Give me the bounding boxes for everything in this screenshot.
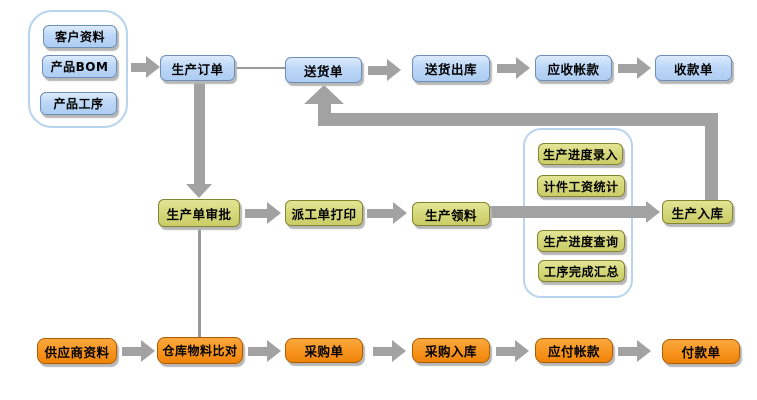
- feedback-line-vertical: [705, 113, 718, 202]
- node-product-bom: 产品BOM: [42, 55, 117, 78]
- node-supplier-info: 供应商资料: [37, 338, 117, 364]
- node-production-in: 生产入库: [662, 200, 733, 224]
- arrow-production-order-to-approval: [186, 81, 212, 198]
- node-purchase-order: 采购单: [285, 338, 363, 363]
- node-delivery-note: 送货单: [285, 57, 362, 83]
- node-production-approval: 生产单审批: [158, 199, 240, 227]
- arrow-approval-to-work-order-print: [245, 202, 281, 224]
- node-work-order-print: 派工单打印: [285, 200, 363, 226]
- node-production-order: 生产订单: [160, 55, 235, 81]
- arrow-warehouse-check-to-purchase-order: [248, 340, 281, 362]
- node-process-summary: 工序完成汇总: [538, 260, 625, 282]
- node-delivery-out: 送货出库: [412, 55, 490, 82]
- node-accounts-receivable: 应收帐款: [535, 55, 612, 81]
- feedback-line-horizontal: [318, 113, 718, 126]
- node-purchase-in: 采购入库: [412, 338, 490, 363]
- node-receipt: 收款单: [655, 55, 732, 81]
- node-payment: 付款单: [662, 339, 740, 364]
- arrow-picking-to-production-in: [490, 201, 660, 223]
- arrow-delivery-note-to-delivery-out: [368, 59, 401, 81]
- node-customer-info: 客户资料: [43, 25, 117, 48]
- arrow-basicdata-to-production-order: [131, 56, 160, 78]
- node-progress-entry: 生产进度录入: [538, 143, 623, 165]
- node-warehouse-material-check: 仓库物料比对: [157, 337, 243, 364]
- line-production-order-to-delivery-note: [235, 67, 285, 69]
- node-accounts-payable: 应付帐款: [535, 338, 613, 363]
- arrow-supplier-to-warehouse-check: [122, 340, 155, 362]
- node-production-picking: 生产领料: [412, 202, 490, 226]
- arrow-purchase-in-to-payable: [496, 340, 529, 362]
- arrow-receivable-to-receipt: [618, 57, 651, 79]
- arrow-payable-to-payment: [618, 340, 651, 362]
- node-piece-wage-stats: 计件工资统计: [537, 175, 625, 197]
- arrow-work-order-print-to-picking: [367, 202, 407, 224]
- feedback-arrow-up-icon: [304, 85, 344, 104]
- arrow-purchase-order-to-purchase-in: [373, 340, 406, 362]
- arrow-delivery-out-to-receivable: [497, 57, 530, 79]
- line-approval-to-warehouse-check: [198, 227, 201, 337]
- node-progress-query: 生产进度查询: [537, 230, 625, 252]
- feedback-arrow-stem: [318, 103, 331, 115]
- node-product-process: 产品工序: [40, 92, 117, 115]
